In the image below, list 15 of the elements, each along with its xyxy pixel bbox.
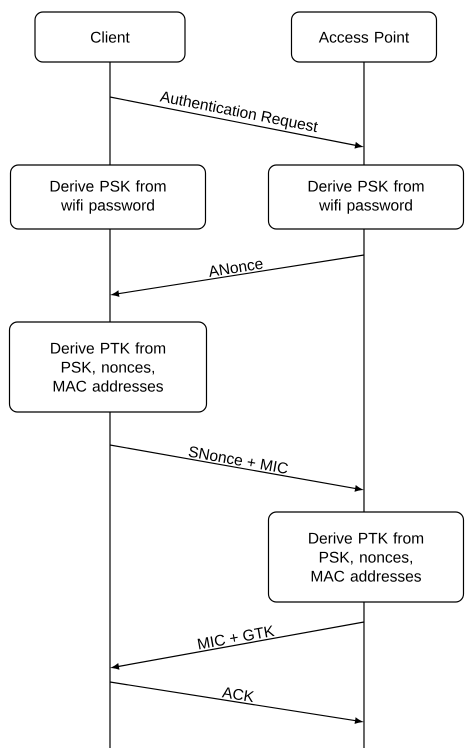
process-box: Client bbox=[34, 11, 186, 63]
message-arrow bbox=[110, 444, 362, 492]
process-box: Access Point bbox=[290, 11, 438, 63]
edge-label: ANonce bbox=[209, 260, 263, 277]
message-arrow bbox=[110, 96, 362, 148]
process-box: Derive PTK from PSK, nonces, MAC addresses bbox=[268, 511, 464, 603]
process-box: Derive PSK from wifi password bbox=[268, 164, 464, 230]
process-box: Derive PSK from wifi password bbox=[10, 164, 206, 230]
process-box: Derive PTK from PSK, nonces, MAC addresses bbox=[8, 321, 208, 413]
edge-label: ACK bbox=[222, 687, 254, 702]
message-arrow bbox=[110, 681, 362, 724]
message-arrow bbox=[112, 621, 364, 670]
edge-label: SNonce + MIC bbox=[188, 446, 288, 474]
edge-label: MIC + GTK bbox=[198, 625, 275, 650]
message-arrow bbox=[112, 254, 364, 297]
